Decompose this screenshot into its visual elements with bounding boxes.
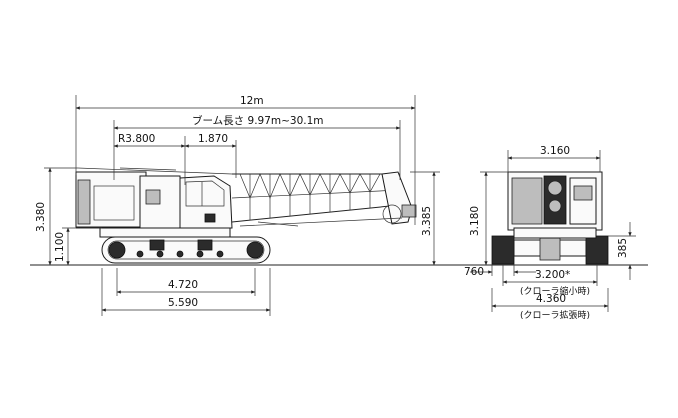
rear-height-label: 3.180: [469, 206, 481, 236]
tail-radius-label: R3.800: [118, 133, 155, 145]
extended-caption: (クローラ拡張時): [520, 309, 590, 321]
dim-rear-height: [480, 171, 510, 266]
dim-cab-width: [507, 150, 601, 172]
dim-height-right: [410, 171, 440, 266]
side-crawler: [101, 236, 271, 264]
ground-clearance-label: 1.100: [54, 232, 66, 262]
side-upper-body: [75, 171, 232, 238]
rear-body: [507, 171, 603, 239]
side-cab: [179, 175, 233, 229]
height-left-label: 3.380: [35, 202, 47, 232]
cab-width-label: 3.160: [540, 145, 570, 157]
side-view: 12m ブーム長さ 9.97m~30.1m R3.800 1.870 3.380: [35, 95, 440, 316]
overall-base-label: 5.590: [168, 297, 198, 309]
dim-overall-length: [75, 95, 416, 225]
dim-shoe-width: [470, 265, 536, 276]
dim-overall-base: [101, 268, 271, 316]
shoe-width-label: 760: [464, 266, 484, 278]
dim-extended-width: [491, 288, 609, 312]
boom-length-label: ブーム長さ 9.97m~30.1m: [192, 114, 324, 127]
side-boom: [77, 167, 417, 227]
dim-pivot-offset: [184, 140, 237, 178]
overall-length-label: 12m: [240, 95, 264, 107]
dim-retracted-width: [502, 265, 598, 286]
dim-track-height: [608, 222, 636, 280]
dim-track-length: [116, 268, 256, 296]
rear-crawlers: [491, 235, 609, 265]
retracted-width-label: 3.200*: [535, 269, 570, 281]
retracted-caption: (クローラ縮小時): [520, 285, 590, 297]
extended-width-label: 4.360: [536, 293, 566, 305]
dim-ground-clearance: [62, 227, 102, 266]
dim-boom-length: [113, 120, 401, 180]
pivot-offset-label: 1.870: [198, 133, 228, 145]
track-length-label: 4.720: [168, 279, 198, 291]
track-height-label: 385: [617, 238, 629, 258]
rear-view: 3.160 3.180 385 760 3.200* (クローラ: [464, 145, 636, 321]
height-right-label: 3.385: [421, 206, 433, 236]
dim-tail-radius: [113, 136, 186, 185]
dim-height-left: [44, 167, 78, 266]
